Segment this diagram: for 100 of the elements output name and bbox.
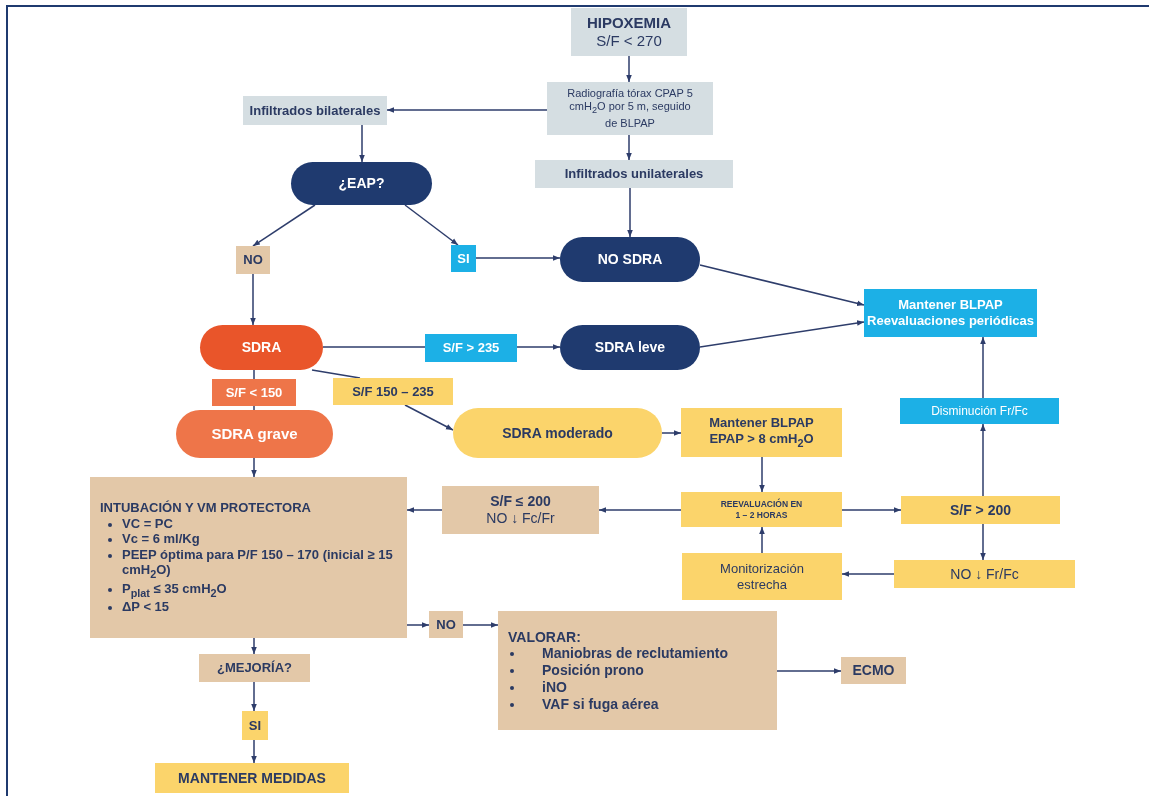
bullet-item: iNO (542, 678, 567, 696)
arrow (386, 107, 548, 113)
connector-line (253, 405, 255, 411)
condition-tag (451, 245, 476, 272)
arrow (699, 264, 865, 307)
process-box (841, 657, 906, 684)
arrow (251, 681, 257, 712)
bullet-item: P$_{plat}$ ≤ 35 cmH$_{2}$O (122, 580, 227, 600)
box-label: Disminución Fr/Fc (931, 403, 1028, 419)
process-box (571, 8, 687, 56)
box-label: Infiltrados unilaterales (564, 166, 704, 182)
box-heading: VALORAR: (508, 628, 581, 646)
arrow (841, 507, 902, 513)
bullet-item: VAF si fuga aérea (542, 695, 659, 713)
arrow (841, 571, 895, 577)
box-label: S/F 150 – 235 (352, 383, 434, 400)
rounded-process-box (176, 410, 333, 458)
box-heading: INTUBACIÓN Y VM PROTECTORA (100, 499, 311, 516)
arrow (699, 320, 865, 348)
arrow (251, 457, 257, 478)
box-label: Radiografía tórax CPAP 5 cmH$_{2}$O por 5 m, seguido de BLPAP (566, 87, 694, 130)
arrow (404, 404, 454, 431)
arrow (250, 273, 256, 326)
rounded-process-box (291, 162, 432, 205)
box-label: NO (436, 616, 456, 633)
rounded-process-box (560, 325, 700, 370)
arrow (980, 336, 986, 399)
condition-tag (425, 334, 517, 362)
box-label: REEVALUACIÓN EN 1 – 2 HORAS (719, 499, 804, 520)
box-label: Mantener BLPAP EPAP > 8 cmH$_{2}$O (708, 415, 815, 450)
box-label: NO (243, 252, 263, 268)
connector-line (253, 369, 255, 380)
bullet-item: PEEP óptima para P/F 150 – 170 (inicial ≥ 15 cmH$_{2}$O) (122, 546, 394, 581)
condition-tag (212, 379, 296, 406)
bullet-item: Posición prono (542, 662, 644, 679)
box-label: ¿EAP? (338, 175, 385, 192)
box-label: S/F ≤ 200 (490, 493, 551, 510)
condition-tag (242, 711, 268, 740)
box-label: S/F < 270 (596, 32, 662, 50)
condition-tag (429, 611, 463, 638)
box-label: SDRA leve (594, 339, 666, 356)
arrow (980, 423, 986, 497)
box-label: Mantener BLPAP Reevaluaciones periódicas (866, 297, 1035, 329)
rounded-process-box (200, 325, 323, 370)
process-box (442, 486, 599, 534)
arrow (475, 255, 561, 261)
arrow (759, 526, 765, 554)
box-label: SDRA grave (211, 425, 298, 443)
process-box (681, 408, 842, 457)
condition-tag (333, 378, 453, 405)
box-label: S/F > 235 (442, 340, 500, 356)
process-box (199, 654, 310, 682)
box-label: NO ↓ Fr/Fc (950, 565, 1019, 583)
process-box (681, 492, 842, 527)
process-box (894, 560, 1075, 588)
process-box (547, 82, 713, 135)
arrow (661, 430, 682, 436)
arrow (359, 124, 365, 163)
box-label: NO SDRA (597, 251, 663, 268)
arrow (759, 456, 765, 493)
arrow (252, 204, 316, 247)
box-label: NO ↓ Fc/Fr (486, 510, 555, 527)
connector-line (322, 346, 426, 348)
box-label: ECMO (852, 662, 895, 679)
connector-line (311, 369, 361, 379)
box-label: MANTENER MEDIDAS (178, 769, 326, 787)
box-label: Infiltrados bilaterales (249, 102, 381, 119)
arrow (406, 507, 443, 513)
process-box (682, 553, 842, 600)
arrow (516, 344, 561, 350)
process-box (535, 160, 733, 188)
arrow (404, 204, 459, 246)
bullet-item: Maniobras de reclutamiento (542, 645, 728, 663)
arrow (626, 134, 632, 161)
arrow (251, 739, 257, 764)
bullet-item: ΔP < 15 (122, 599, 170, 616)
box-label: S/F < 150 (225, 384, 283, 401)
process-box (864, 289, 1037, 337)
bullet-item: VC = PC (122, 515, 173, 532)
process-box (900, 398, 1059, 424)
process-box (498, 611, 777, 730)
arrow (251, 637, 257, 655)
bullet-item: Vc = 6 ml/Kg (122, 531, 200, 547)
arrow (598, 507, 682, 513)
arrow (626, 55, 632, 83)
box-label: SDRA (241, 339, 282, 356)
box-label: S/F > 200 (949, 501, 1012, 519)
process-box (90, 477, 407, 638)
condition-tag (236, 246, 270, 274)
arrow (406, 622, 430, 628)
process-box (155, 763, 349, 793)
arrow (627, 187, 633, 238)
process-box (243, 96, 387, 125)
arrow (980, 523, 986, 561)
arrow (776, 668, 842, 674)
rounded-process-box (453, 408, 662, 458)
box-label: SI (457, 250, 470, 267)
box-label: SI (248, 717, 262, 734)
rounded-process-box (560, 237, 700, 282)
box-label: Monitorización estrecha (719, 560, 805, 593)
